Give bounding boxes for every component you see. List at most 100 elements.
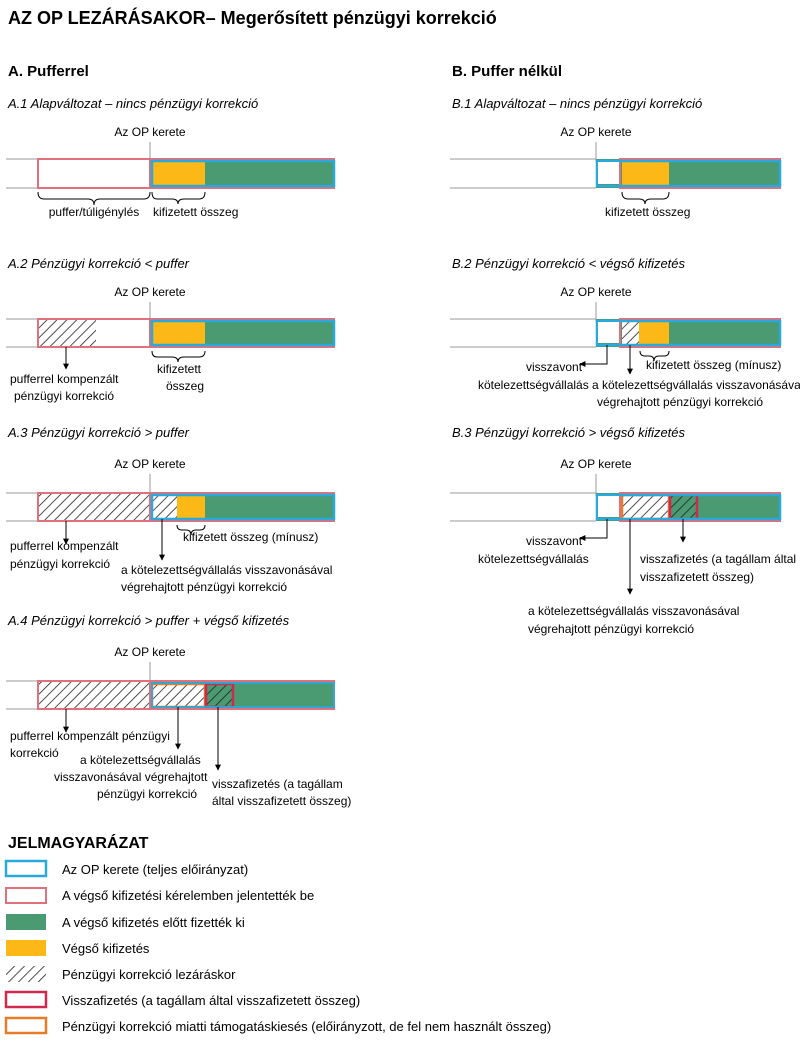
a3-frame-label: Az OP kerete bbox=[114, 457, 185, 471]
b1-paid-brace bbox=[621, 191, 670, 205]
a2-compensated-label-1: pufferrel kompenzált bbox=[10, 372, 119, 386]
legend-label-recovery: Visszafizetés (a tagállam által visszafi… bbox=[62, 993, 360, 1008]
a4-repayment-correction bbox=[206, 684, 233, 707]
b3-repayment-label-2: visszafizetett összeg) bbox=[640, 570, 754, 584]
a4-withdrawal-label-3: pénzügyi korrekció bbox=[97, 787, 197, 801]
b3-withdrawn-label-1: visszavont bbox=[526, 534, 583, 548]
section-a-heading: A. Pufferrel bbox=[8, 63, 89, 80]
legend-label-final-payment: Végső kifizetés bbox=[62, 941, 150, 956]
a2-op-frame-outline bbox=[150, 319, 336, 347]
a1-buffer-brace bbox=[37, 191, 151, 206]
a4-withdrawal-correction bbox=[152, 684, 205, 707]
a1-frame-label: Az OP kerete bbox=[114, 125, 185, 139]
b2-withdrawn-label-1: visszavont bbox=[526, 360, 583, 374]
b2-withdrawn-label-2: kötelezettségvállalás bbox=[478, 378, 589, 392]
a4-op-frame-outline bbox=[151, 682, 335, 708]
b2-frame-label: Az OP kerete bbox=[560, 285, 631, 299]
b1-subtitle: B.1 Alapváltozat – nincs pénzügyi korrek… bbox=[452, 96, 702, 111]
b1-frame-label: Az OP kerete bbox=[560, 125, 631, 139]
a4-compensated-label-2: korrekció bbox=[10, 746, 59, 760]
b1-paid-label: kifizetett összeg bbox=[605, 205, 690, 219]
legend-label-reported: A végső kifizetési kérelemben jelentetté… bbox=[62, 888, 314, 903]
scenario-b1: B.1 Alapváltozat – nincs pénzügyi korrek… bbox=[450, 96, 782, 219]
section-b-heading: B. Puffer nélkül bbox=[452, 63, 562, 80]
a4-frame-label: Az OP kerete bbox=[114, 645, 185, 659]
legend-swatch-correction bbox=[6, 966, 46, 982]
a1-op-frame-outline bbox=[150, 159, 336, 188]
a4-withdrawal-label-2: visszavonásával végrehajtott bbox=[54, 770, 208, 784]
a4-withdrawal-label-1: a kötelezettségvállalás bbox=[80, 753, 201, 767]
b3-repayment-label-1: visszafizetés (a tagállam által bbox=[640, 552, 796, 566]
a4-compensated-label-1: pufferrel kompenzált pénzügyi bbox=[10, 729, 170, 743]
b3-repayment-correction bbox=[670, 495, 697, 519]
b2-subtitle: B.2 Pénzügyi korrekció < végső kifizetés bbox=[452, 256, 686, 271]
scenario-b2: B.2 Pénzügyi korrekció < végső kifizetés… bbox=[450, 256, 800, 409]
a1-paid-brace bbox=[151, 191, 206, 205]
b3-withdrawn-label-2: kötelezettségvállalás bbox=[478, 552, 589, 566]
a2-paid-brace bbox=[151, 350, 206, 363]
scenario-a1: A.1 Alapváltozat – nincs pénzügyi korrek… bbox=[6, 96, 336, 219]
legend: JELMAGYARÁZAT Az OP kerete (teljes előir… bbox=[4, 833, 551, 1035]
legend-label-correction: Pénzügyi korrekció lezáráskor bbox=[62, 967, 236, 982]
a1-buffer-bar bbox=[37, 158, 151, 189]
b1-op-frame-outline bbox=[595, 159, 782, 188]
a3-subtitle: A.3 Pénzügyi korrekció > puffer bbox=[7, 425, 190, 440]
a4-compensated-correction bbox=[38, 681, 150, 709]
a1-subtitle: A.1 Alapváltozat – nincs pénzügyi korrek… bbox=[7, 96, 258, 111]
legend-label-paid-before: A végső kifizetés előtt fizették ki bbox=[62, 915, 245, 930]
legend-swatch-loss bbox=[4, 1016, 48, 1035]
b2-withdrawal-correction bbox=[622, 321, 639, 345]
b3-withdrawn-commitment bbox=[598, 496, 619, 517]
b1-unused-frame bbox=[598, 162, 619, 184]
b2-withdrawal-label-2: végrehajtott pénzügyi korrekció bbox=[597, 395, 763, 409]
legend-swatch-recovery bbox=[4, 990, 48, 1009]
a4-subtitle: A.4 Pénzügyi korrekció > puffer + végső … bbox=[7, 613, 290, 628]
b2-paid-label: kifizetett összeg (mínusz) bbox=[646, 358, 781, 372]
scenario-a3: A.3 Pénzügyi korrekció > puffer Az OP ke… bbox=[6, 425, 336, 594]
a3-compensated-label-1: pufferrel kompenzált bbox=[10, 539, 119, 553]
legend-swatch-op-frame bbox=[4, 859, 48, 878]
a3-compensated-correction bbox=[38, 493, 150, 521]
legend-swatch-reported bbox=[5, 887, 47, 904]
scenario-a4: A.4 Pénzügyi korrekció > puffer + végső … bbox=[6, 613, 351, 808]
b3-frame-label: Az OP kerete bbox=[560, 457, 631, 471]
a3-withdrawal-label-2: végrehajtott pénzügyi korrekció bbox=[121, 580, 287, 594]
scenario-a2: A.2 Pénzügyi korrekció < puffer Az OP ke… bbox=[6, 256, 336, 403]
a1-buffer-label: puffer/túligénylés bbox=[49, 205, 140, 219]
a3-op-frame-outline bbox=[150, 493, 336, 521]
a3-paid-label: kifizetett összeg (mínusz) bbox=[183, 530, 318, 544]
legend-label-loss: Pénzügyi korrekció miatti támogatáskiesé… bbox=[62, 1019, 551, 1034]
b2-withdrawn-commitment bbox=[598, 322, 619, 343]
b1-final-payment-bar bbox=[622, 161, 669, 186]
a3-withdrawal-correction bbox=[152, 495, 177, 519]
a2-paid-label-2: összeg bbox=[166, 379, 204, 393]
diagram-title: AZ OP LEZÁRÁSAKOR– Megerősített pénzügyi… bbox=[8, 7, 497, 28]
a2-paid-label-1: kifizetett bbox=[157, 362, 202, 376]
a3-withdrawal-label-1: a kötelezettségvállalás visszavonásával bbox=[121, 563, 332, 577]
b3-subtitle: B.3 Pénzügyi korrekció > végső kifizetés bbox=[452, 425, 686, 440]
a3-compensated-label-2: pénzügyi korrekció bbox=[10, 557, 110, 571]
b3-withdrawal-label-2: végrehajtott pénzügyi korrekció bbox=[528, 622, 694, 636]
a2-subtitle: A.2 Pénzügyi korrekció < puffer bbox=[7, 256, 190, 271]
legend-swatch-paid-before bbox=[6, 914, 46, 930]
b2-withdrawn-arrow bbox=[579, 345, 608, 367]
legend-heading: JELMAGYARÁZAT bbox=[8, 833, 149, 852]
b2-op-frame-outline bbox=[595, 319, 782, 347]
a1-final-payment-bar bbox=[152, 161, 205, 186]
b3-withdrawal-label-1: a kötelezettségvállalás visszavonásával bbox=[528, 604, 739, 618]
b3-withdrawal-correction bbox=[622, 495, 669, 519]
a4-repayment-label-1: visszafizetés (a tagállam bbox=[212, 777, 343, 791]
a2-final-payment-bar bbox=[152, 321, 205, 345]
b3-op-frame-outline bbox=[595, 493, 782, 521]
legend-label-op-frame: Az OP kerete (teljes előirányzat) bbox=[62, 862, 248, 877]
b2-withdrawal-label-1: a kötelezettségvállalás visszavonásával bbox=[592, 378, 800, 392]
a4-repayment-label-2: által visszafizetett összeg) bbox=[212, 794, 351, 808]
scenario-b3: B.3 Pénzügyi korrekció > végső kifizetés… bbox=[450, 425, 796, 636]
a2-compensated-label-2: pénzügyi korrekció bbox=[14, 389, 114, 403]
legend-swatch-final-payment bbox=[6, 940, 46, 956]
b3-withdrawn-arrow bbox=[579, 519, 608, 541]
a1-paid-label: kifizetett összeg bbox=[153, 205, 238, 219]
b2-paid-brace bbox=[639, 350, 670, 362]
a2-compensated-correction bbox=[38, 319, 96, 347]
